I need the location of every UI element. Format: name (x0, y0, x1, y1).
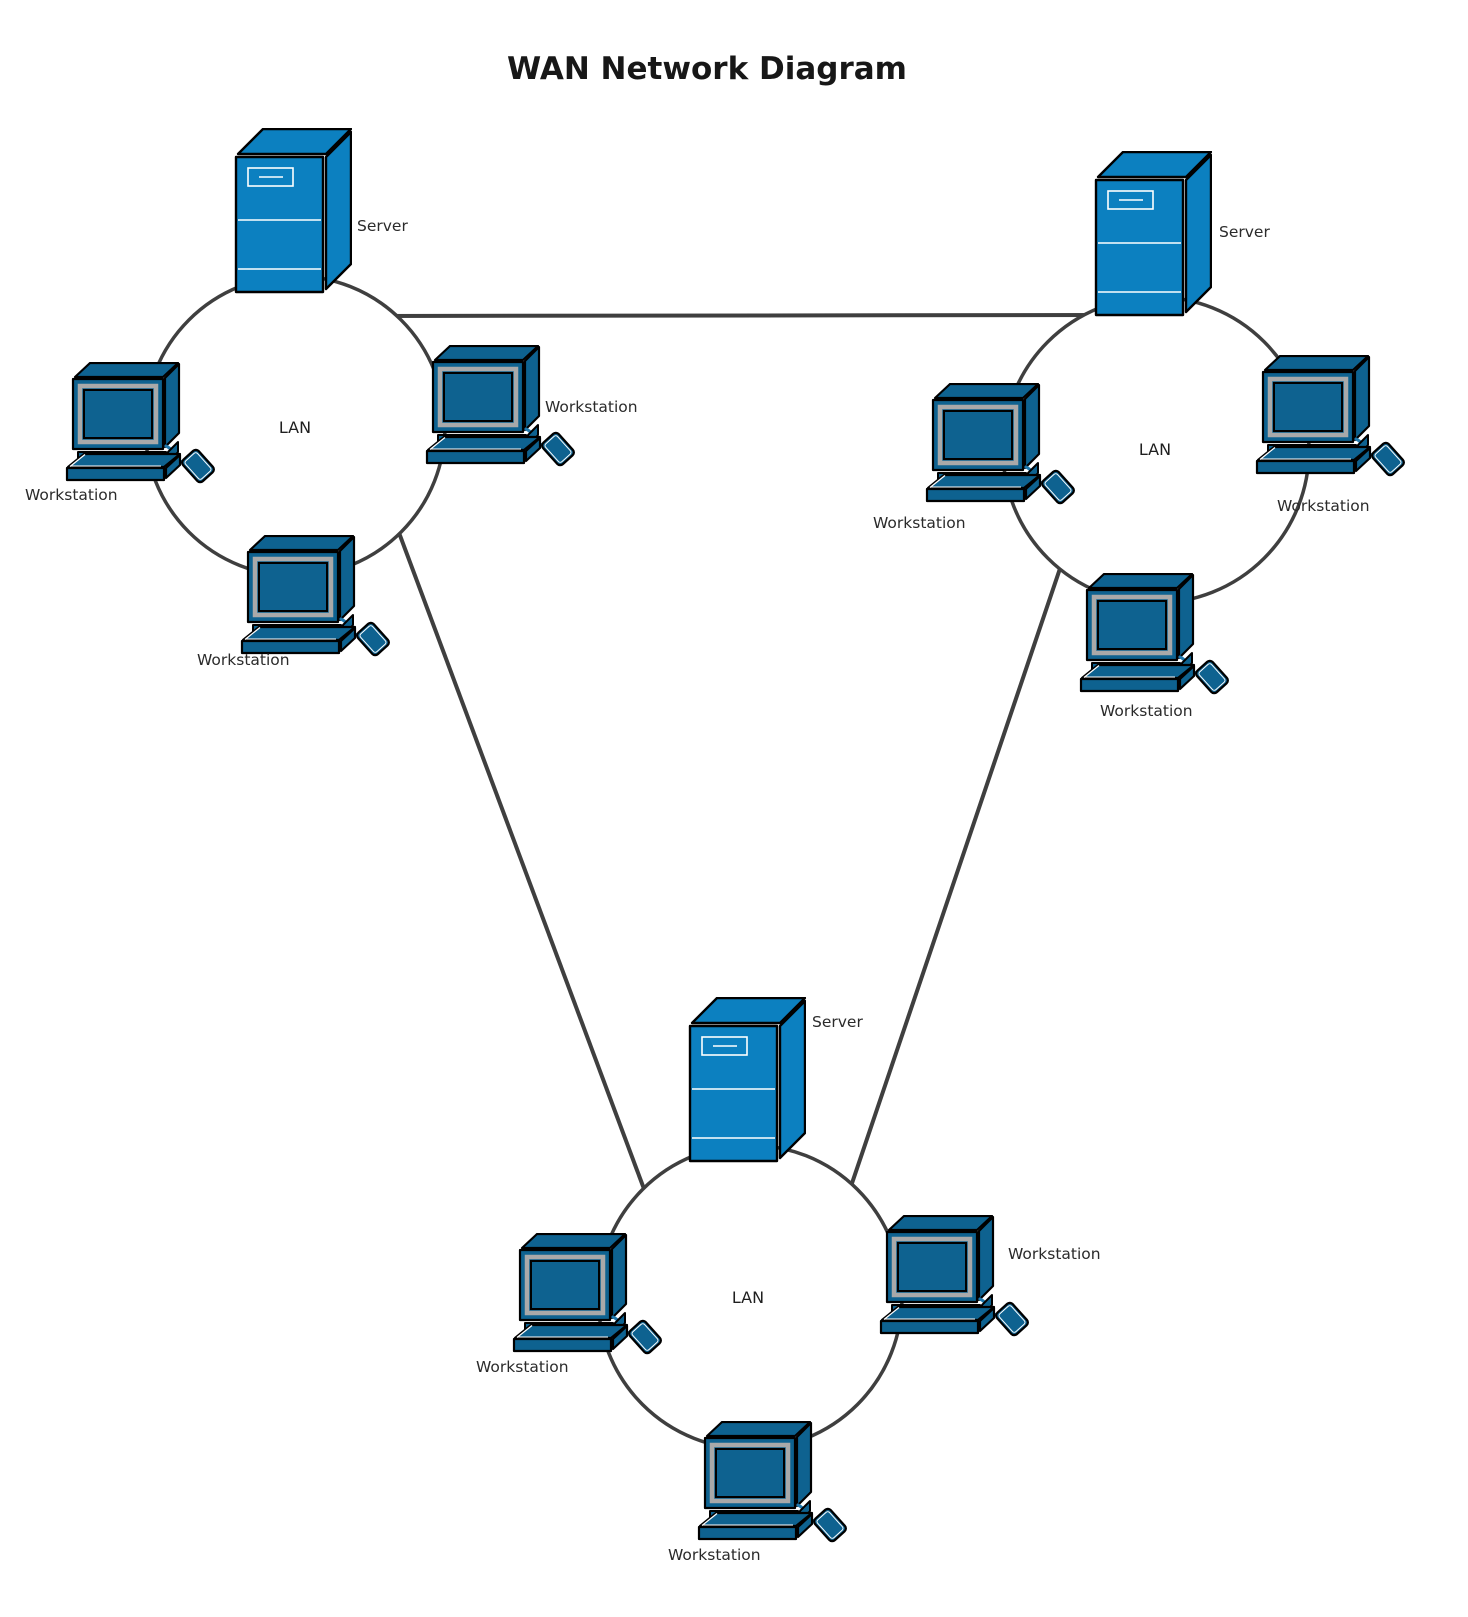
wan-link-line (845, 538, 1072, 1199)
workstation-label: Workstation (545, 398, 638, 416)
server-icon (688, 997, 806, 1163)
server-icon (1094, 151, 1212, 317)
diagram-title: WAN Network Diagram (507, 51, 907, 87)
server-label: Server (1219, 223, 1270, 241)
wan-link-line (387, 505, 652, 1206)
wan-links (356, 313, 1106, 1206)
server-label: Server (812, 1013, 863, 1031)
workstation-label: Workstation (1277, 497, 1370, 515)
workstation-label: Workstation (873, 514, 966, 532)
workstation-icon (699, 1422, 848, 1543)
workstation-icon (881, 1216, 1030, 1337)
wan-link-line (356, 313, 1106, 318)
workstation-label: Workstation (668, 1546, 761, 1564)
lan-label: LAN (732, 1288, 764, 1307)
workstation-label: Workstation (476, 1358, 569, 1376)
workstation-icon (1257, 356, 1406, 477)
lan-label: LAN (1139, 440, 1171, 459)
workstation-label: Workstation (197, 651, 290, 669)
server-label: Server (357, 217, 408, 235)
lan-label: LAN (279, 418, 311, 437)
workstation-label: Workstation (25, 486, 118, 504)
workstation-label: Workstation (1008, 1245, 1101, 1263)
server-icon (234, 128, 352, 294)
workstation-label: Workstation (1100, 702, 1193, 720)
